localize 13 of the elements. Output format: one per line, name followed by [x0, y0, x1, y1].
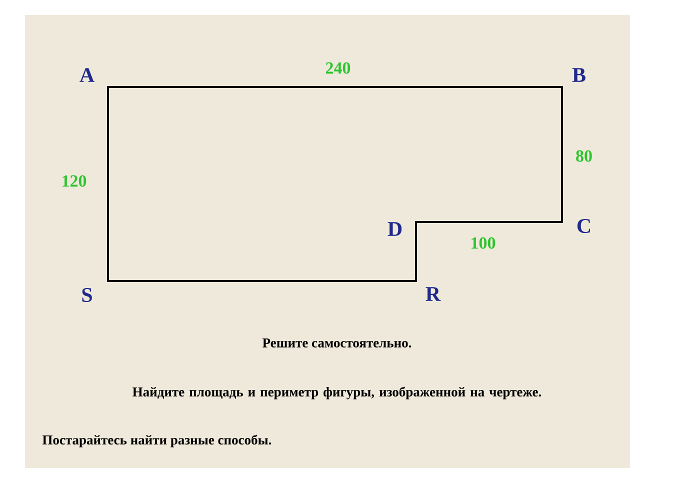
dimension-label: 100: [472, 237, 496, 249]
vertex-label: C: [577, 218, 590, 234]
instruction-text: Найдите площадь и периметр фигуры, изображенной на чертеже.: [132, 386, 542, 400]
dimension-label: 240: [326, 62, 350, 74]
vertex-label: R: [426, 287, 441, 301]
vertex-label: A: [80, 68, 94, 82]
dimension-label: 80: [576, 150, 592, 162]
vertex-label: D: [388, 222, 402, 236]
instruction-text: Решите самостоятельно.: [262, 338, 412, 348]
vertex-label: B: [572, 68, 586, 82]
dimension-label: 120: [62, 175, 86, 187]
vertex-label: S: [82, 288, 92, 302]
instruction-text: Постарайтесь найти разные способы.: [42, 434, 272, 448]
